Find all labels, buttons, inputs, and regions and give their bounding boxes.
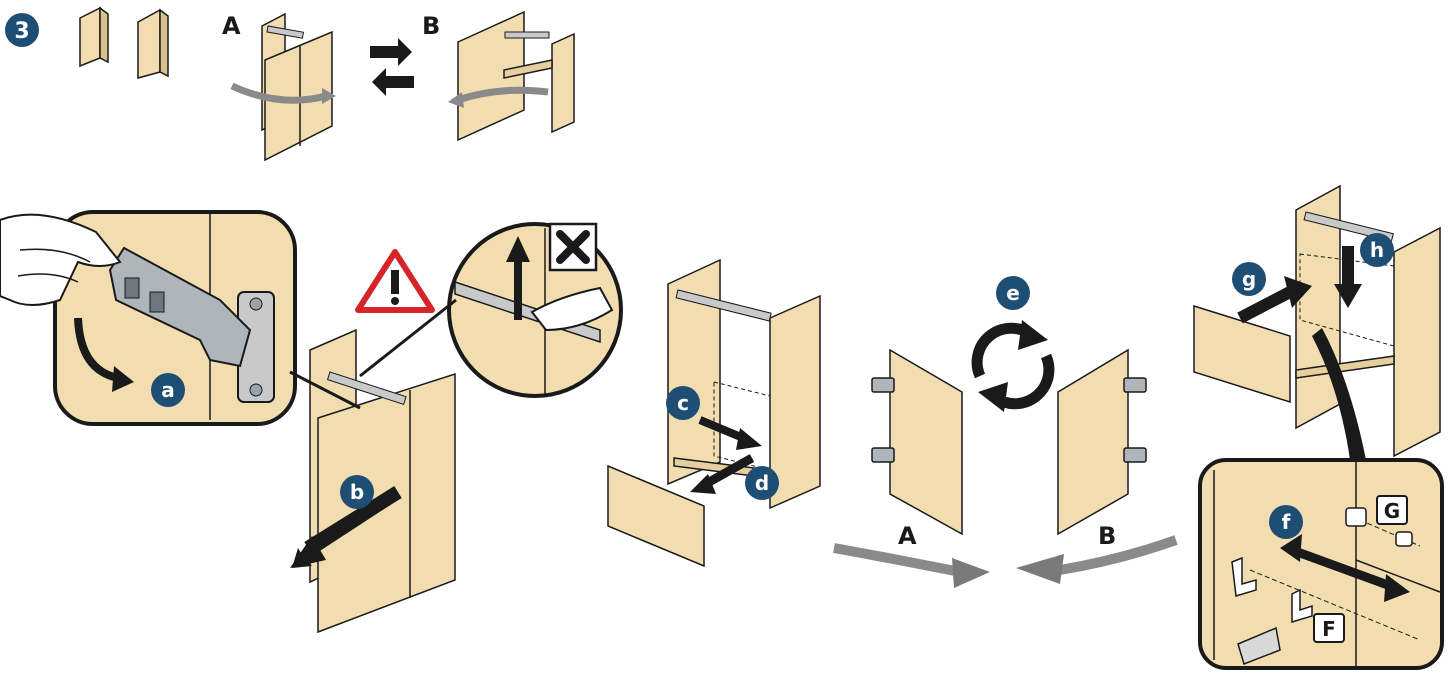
svg-text:e: e — [1006, 281, 1020, 305]
svg-text:h: h — [1370, 238, 1384, 262]
callout-f: f — [1269, 505, 1303, 539]
warning-detail-circle — [447, 222, 623, 398]
cabinet-shelf-install: g h — [1193, 184, 1441, 460]
step-number-badge: 3 — [5, 13, 39, 47]
svg-text:A: A — [222, 12, 241, 40]
svg-text:d: d — [755, 471, 769, 495]
svg-text:b: b — [350, 480, 364, 504]
svg-text:F: F — [1322, 617, 1336, 641]
part-label-f: F — [1313, 613, 1345, 643]
svg-text:a: a — [161, 378, 175, 402]
callout-c: c — [666, 386, 700, 420]
hinge-detail-panel: a — [0, 210, 297, 426]
cabinet-shelf-removal: c d — [607, 258, 821, 568]
callout-g: g — [1232, 262, 1266, 296]
warning-triangle-icon — [355, 249, 435, 313]
callout-a: a — [151, 373, 185, 407]
svg-text:3: 3 — [14, 19, 29, 44]
callout-d: d — [745, 466, 779, 500]
x-mark-icon — [548, 222, 598, 272]
callout-h: h — [1360, 233, 1394, 267]
svg-text:f: f — [1282, 510, 1291, 534]
svg-text:B: B — [422, 12, 440, 40]
rotate-arrows-icon — [971, 320, 1055, 412]
svg-text:G: G — [1384, 499, 1400, 523]
variant-a-cabinet: A — [222, 12, 336, 162]
callout-e: e — [996, 276, 1030, 310]
swap-arrows-icon — [370, 38, 414, 96]
svg-text:g: g — [1242, 267, 1256, 291]
svg-text:B: B — [1098, 522, 1116, 550]
door-rotation: e A B — [833, 276, 1178, 588]
cabinet-door-removal: b — [289, 298, 457, 634]
callout-b: b — [340, 475, 374, 509]
variant-b-cabinet: B — [422, 10, 575, 142]
part-label-g: G — [1376, 495, 1408, 525]
side-panel-icons — [79, 6, 169, 79]
svg-text:c: c — [677, 391, 689, 415]
shelf-support-detail-panel: f G F — [1198, 458, 1444, 670]
svg-text:A: A — [898, 522, 917, 550]
